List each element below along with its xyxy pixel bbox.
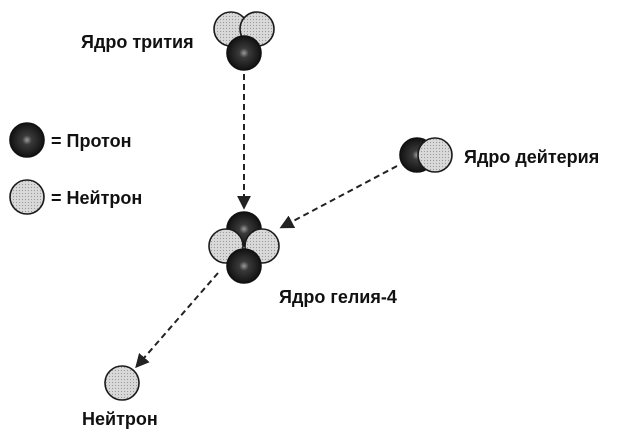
legend-neutron-icon — [9, 179, 45, 215]
helium-label: Ядро гелия-4 — [279, 287, 397, 307]
arrow-helium-to-neutron — [135, 272, 219, 369]
tritium-label: Ядро трития — [81, 32, 194, 52]
arrow-deuterium-to-helium — [279, 165, 398, 229]
neutron-out-label: Нейтрон — [82, 409, 158, 429]
helium4-nucleus — [208, 211, 280, 284]
neutron-particle — [417, 137, 453, 173]
tritium-nucleus — [213, 11, 275, 71]
deuterium-nucleus — [399, 137, 453, 173]
legend-proton-label: = Протон — [51, 131, 132, 151]
deuterium-label: Ядро дейтерия — [464, 147, 600, 167]
proton-particle — [226, 35, 262, 71]
emitted-neutron — [104, 365, 140, 401]
proton-particle — [226, 248, 262, 284]
legend-neutron-label: = Нейтрон — [51, 188, 143, 208]
legend-proton-icon — [9, 122, 45, 158]
